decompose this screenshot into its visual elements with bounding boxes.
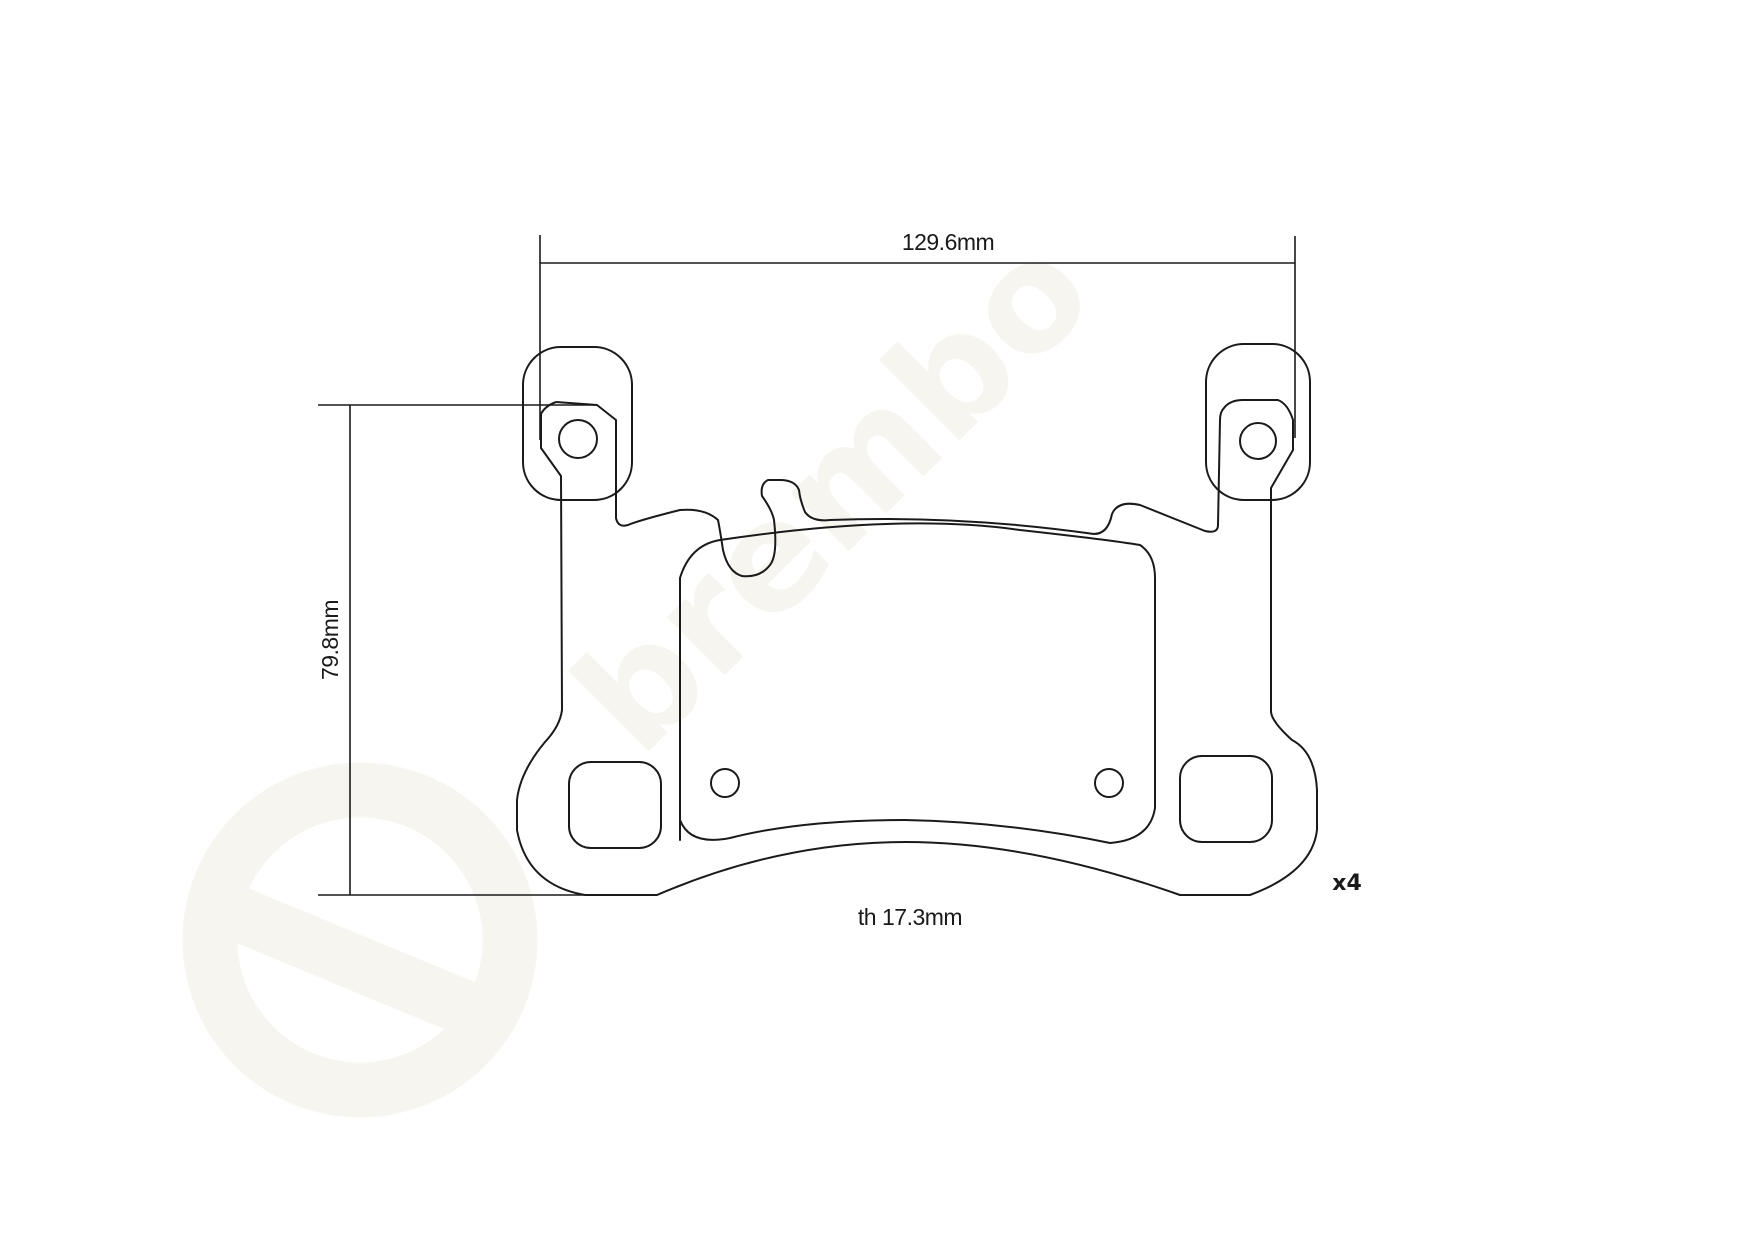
watermark-text: brembo [542,203,1125,786]
right-bolt-hole [1239,422,1277,460]
width-dimension: 129.6mm [539,229,1296,440]
right-tab-outline [1205,343,1311,501]
watermark-ring-icon [182,762,538,1118]
backing-plate-outline [516,399,1318,896]
height-dimension: 79.8mm [317,404,597,896]
left-bolt-hole [558,419,598,459]
width-dimension-label: 129.6mm [902,229,994,255]
left-square-pocket [568,761,662,849]
thickness-label: th 17.3mm [858,904,962,930]
left-tab-outline [522,346,633,501]
right-small-hole [1094,768,1124,798]
friction-lining-outline [678,522,1156,844]
quantity-label: x4 [1332,871,1362,896]
left-small-hole [710,768,740,798]
right-square-pocket [1179,755,1273,843]
height-dimension-label: 79.8mm [317,600,343,680]
